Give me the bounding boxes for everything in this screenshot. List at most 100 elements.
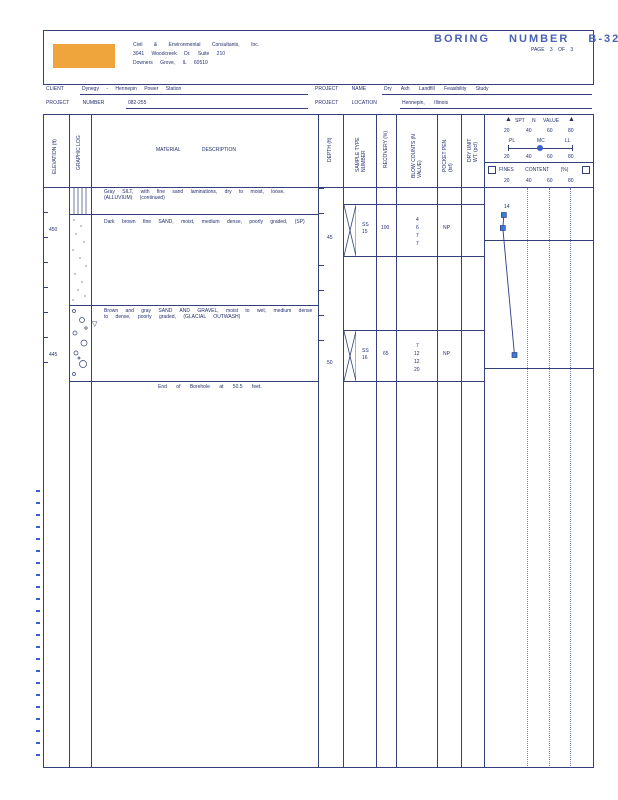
col-recovery: RECOVERY (%) — [383, 130, 389, 168]
col-blow-counts: BLOW COUNTS (N VALUE) — [411, 134, 423, 178]
col-graphic-log: GRAPHIC LOG — [76, 135, 82, 170]
sample-15-blow-3: 7 — [416, 233, 419, 239]
stratum-boundary — [69, 381, 319, 382]
fines-tick-80: 80 — [568, 178, 574, 184]
fines-tick-60: 60 — [547, 178, 553, 184]
boring-number-title: BORING NUMBER B-32 — [434, 33, 618, 45]
page-label: PAGE 3 OF 3 — [531, 47, 574, 53]
description-sand: Dark brown fine SAND, moist, medium dens… — [104, 219, 305, 225]
atterberg-tick-40: 40 — [526, 154, 532, 160]
spt-n-value-plot — [500, 212, 518, 358]
col-depth: DEPTH (ft) — [327, 137, 333, 162]
plot-row-line — [484, 368, 593, 369]
sample-16-blow-4: 20 — [414, 367, 420, 373]
client-underline — [80, 94, 308, 95]
atterberg-sep — [484, 162, 593, 163]
col-sep — [484, 114, 485, 767]
spt-point — [501, 212, 507, 218]
company-line-3: Downers Grove, IL 60510 — [133, 60, 208, 66]
sample-16-recovery: 65 — [383, 351, 389, 357]
col-sep — [396, 114, 397, 767]
project-name-label: PROJECT NAME — [315, 86, 367, 92]
sample-15-recovery: 100 — [381, 225, 390, 231]
sample-15-pocket-pen: NP — [443, 225, 450, 231]
spt-tick-80: 80 — [568, 128, 574, 134]
fines-tick-40: 40 — [526, 178, 532, 184]
client-value: Dynegy - Hennepin Power Station — [82, 86, 182, 92]
depth-tick — [319, 290, 324, 291]
company-logo — [53, 44, 115, 68]
spt-tick-60: 60 — [547, 128, 553, 134]
elev-tick — [43, 262, 48, 263]
ll-tick — [572, 145, 573, 151]
silt-pattern — [73, 188, 87, 214]
col-sep — [343, 114, 344, 767]
col-sep — [69, 114, 70, 767]
split-spoon-sample-16 — [344, 331, 356, 381]
elev-tick — [43, 337, 48, 338]
stratum-boundary — [69, 214, 319, 215]
plot-gridline — [549, 188, 550, 766]
description-silt: Gray SILT, with fine sand laminations, d… — [104, 189, 285, 201]
col-sep — [318, 114, 319, 767]
depth-tick — [319, 265, 324, 266]
end-of-borehole: End of Borehole at 50.5 feet. — [158, 384, 262, 390]
col-pocket-pen: POCKET PEN. (tsf) — [442, 138, 454, 172]
elevation-450: 450 — [49, 227, 58, 233]
client-label: CLIENT — [46, 86, 64, 92]
spt-label: SPT N VALUE — [515, 118, 560, 124]
elevation-445: 445 — [49, 352, 58, 358]
sample-16-pocket-pen: NP — [443, 351, 450, 357]
project-location-value: Hennepin, Illinois — [402, 100, 449, 106]
spt-tick-40: 40 — [526, 128, 532, 134]
company-line-2: 3041 Woodcreek Dr. Suite 210 — [133, 51, 226, 57]
split-spoon-sample-15 — [344, 205, 356, 256]
col-sep — [437, 114, 438, 767]
header-box — [43, 30, 594, 85]
depth-tick — [319, 188, 324, 189]
sample-15-number: 15 — [362, 229, 368, 235]
project-location-label: PROJECT LOCATION — [315, 100, 377, 106]
plot-row-line — [484, 240, 593, 241]
atterberg-tick-60: 60 — [547, 154, 553, 160]
elev-tick — [43, 312, 48, 313]
atterberg-tick-80: 80 — [568, 154, 574, 160]
spt-value-label: 14 — [504, 204, 510, 210]
spt-point — [500, 225, 506, 231]
spt-triangle-icon: ▲ — [568, 116, 575, 123]
sample-16-blow-1: 7 — [416, 343, 419, 349]
sample-16-blow-2: 12 — [414, 351, 420, 357]
mc-dot-icon — [537, 145, 543, 151]
project-location-underline — [400, 108, 592, 109]
depth-45: 45 — [327, 235, 333, 241]
project-name-underline — [382, 94, 592, 95]
gravel-pattern — [72, 309, 88, 376]
spt-trend-line — [502, 214, 515, 356]
pl-tick — [508, 145, 509, 151]
sample-16-number: 16 — [362, 355, 368, 361]
spt-point — [511, 352, 518, 358]
sample-16-type: SS — [362, 348, 369, 354]
description-sand-gravel: Brown and gray SAND AND GRAVEL, moist to… — [104, 308, 313, 320]
elev-tick — [43, 362, 48, 363]
stratum-boundary — [69, 305, 319, 306]
atterberg-tick-20: 20 — [504, 154, 510, 160]
elev-tick — [43, 212, 48, 213]
sample-16-blow-3: 12 — [414, 359, 420, 365]
fines-box-icon — [488, 166, 496, 174]
ll-label: LL — [565, 138, 571, 144]
depth-tick — [319, 213, 324, 214]
elev-tick — [43, 287, 48, 288]
fines-label: FINES CONTENT (%) — [499, 167, 569, 173]
sample-15-blow-2: 6 — [416, 225, 419, 231]
margin-marks — [36, 490, 40, 765]
fines-box-icon — [582, 166, 590, 174]
col-sep — [91, 114, 92, 767]
sample-15-type: SS — [362, 222, 369, 228]
graphic-log — [72, 188, 88, 376]
sample-boundary — [343, 330, 485, 331]
col-sep — [376, 114, 377, 767]
sample-boundary — [343, 381, 485, 382]
pl-label: PL — [509, 138, 516, 144]
spt-triangle-icon: ▲ — [505, 116, 512, 123]
